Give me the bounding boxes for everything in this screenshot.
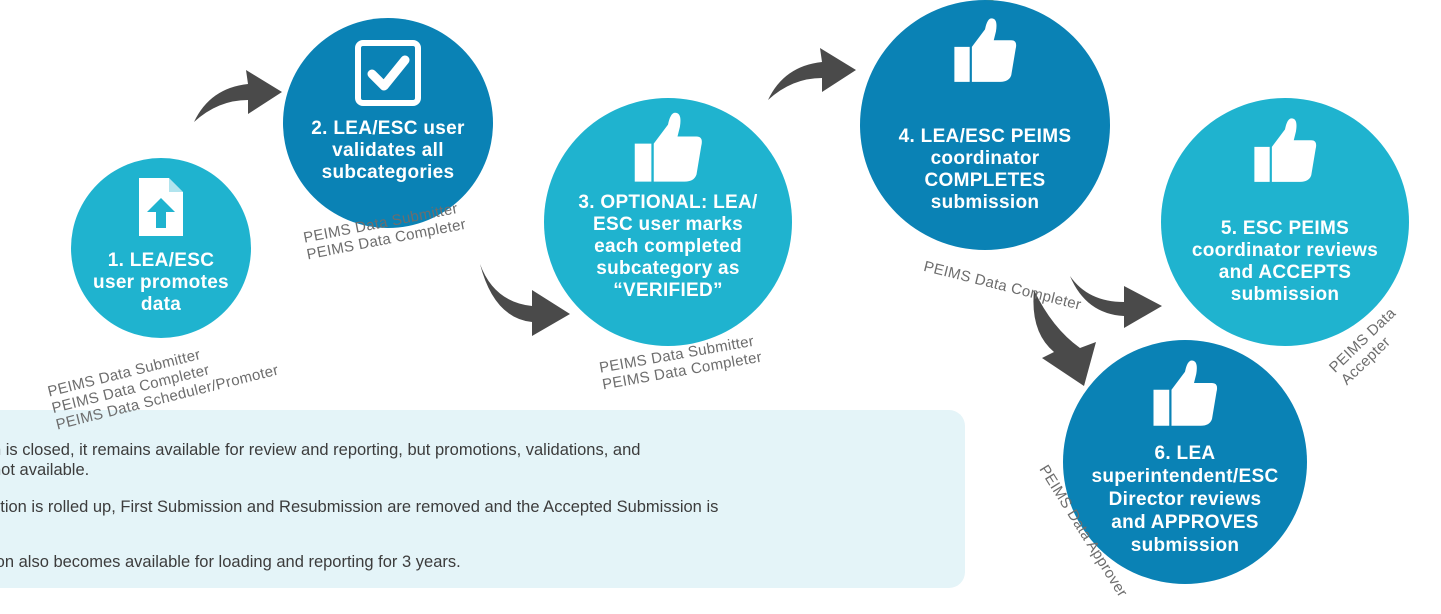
thumbs-up-icon [1254,118,1317,182]
checkbox-icon [355,40,421,106]
step-1-label: 1. LEA/ESC user promotes data [93,250,229,315]
note-line: n is closed, it remains available for re… [0,441,641,459]
thumbs-up-icon [954,18,1017,82]
note-line: not available. [0,461,90,479]
step-2-label: 2. LEA/ESC user validates all subcategor… [311,118,465,183]
step-5-circle: 5. ESC PEIMS coordinator reviews and ACC… [1161,98,1409,346]
step-3-circle: 3. OPTIONAL: LEA/ ESC user marks each co… [544,98,792,346]
thumbs-up-icon [1153,360,1218,426]
note-line: ction is rolled up, First Submission and… [0,498,719,516]
upload-file-icon [139,178,183,236]
step-5-label: 5. ESC PEIMS coordinator reviews and ACC… [1191,218,1379,305]
thumbs-up-icon [634,112,702,182]
step-3-label: 3. OPTIONAL: LEA/ ESC user marks each co… [578,192,758,301]
notes-panel: n is closed, it remains available for re… [0,410,965,588]
arrow-icon [1033,290,1096,386]
note-line: ion also becomes available for loading a… [0,553,461,571]
arrow-icon [480,264,570,336]
arrow-icon [768,48,856,100]
step-2-circle: 2. LEA/ESC user validates all subcategor… [283,18,493,228]
step-4-circle: 4. LEA/ESC PEIMS coordinator COMPLETES s… [860,0,1110,250]
step-4-label: 4. LEA/ESC PEIMS coordinator COMPLETES s… [898,126,1072,213]
arrow-icon [1070,276,1162,328]
step-1-circle: 1. LEA/ESC user promotes data [71,158,251,338]
step-6-label: 6. LEA superintendent/ESC Director revie… [1091,443,1279,556]
step-6-circle: 6. LEA superintendent/ESC Director revie… [1063,340,1307,584]
arrow-icon [194,70,282,122]
